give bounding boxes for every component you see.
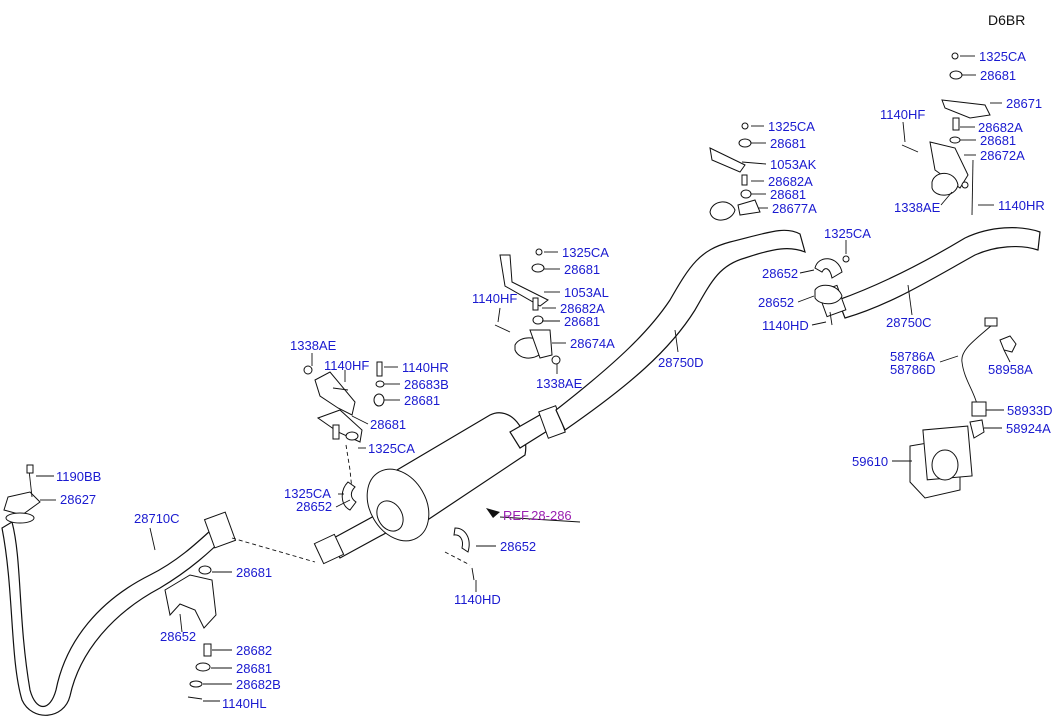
label-28652-muffler-outlet[interactable]: 28652 [500, 539, 536, 554]
label-28627[interactable]: 28627 [60, 492, 96, 507]
rear-hanger[interactable] [901, 52, 991, 216]
label-1140HD-muffler[interactable]: 1140HD [454, 592, 501, 607]
label-1325CA-center[interactable]: 1325CA [562, 245, 609, 260]
label-28674A[interactable]: 28674A [570, 336, 615, 351]
label-28683B[interactable]: 28683B [404, 377, 449, 392]
label-1053AL[interactable]: 1053AL [564, 285, 609, 300]
reference-arrow [486, 508, 581, 523]
label-28681-muffler-upper[interactable]: 28681 [404, 393, 440, 408]
label-28681-rear-hanger-lower[interactable]: 28681 [980, 133, 1016, 148]
label-28682[interactable]: 28682 [236, 643, 272, 658]
label-1140HF-left[interactable]: 1140HF [324, 358, 369, 373]
label-58786D[interactable]: 58786D [890, 362, 936, 377]
label-1338AE-rear[interactable]: 1338AE [894, 200, 941, 215]
oxygen-sensor[interactable] [961, 317, 1017, 439]
label-28682A-rear[interactable]: 28682A [978, 120, 1023, 135]
label-28681-center-lower[interactable]: 28681 [564, 314, 600, 329]
front-pipe[interactable] [1, 491, 237, 716]
label-28750D[interactable]: 28750D [658, 355, 704, 370]
label-1190BB[interactable]: 1190BB [56, 469, 101, 484]
rear-clamp[interactable] [814, 255, 850, 326]
label-1140HF-rear[interactable]: 1140HF [880, 107, 925, 122]
label-1338AE-left[interactable]: 1338AE [290, 338, 337, 353]
center-pipe-hanger[interactable] [709, 122, 761, 221]
label-1140HD-rear[interactable]: 1140HD [762, 318, 809, 333]
label-28710C[interactable]: 28710C [134, 511, 180, 526]
muffler-clamp[interactable] [444, 527, 475, 581]
diagram-code: D6BR [988, 12, 1025, 28]
label-1325CA-clamp[interactable]: 1325CA [284, 486, 331, 501]
label-28652-rear-upper[interactable]: 28652 [762, 266, 798, 281]
leader-lines [36, 55, 1011, 702]
label-58958A[interactable]: 58958A [988, 362, 1033, 377]
label-1338AE-center[interactable]: 1338AE [536, 376, 583, 391]
label-28652-front[interactable]: 28652 [160, 629, 196, 644]
label-28681-center-upper[interactable]: 28681 [564, 262, 600, 277]
label-28681-muffler-lower[interactable]: 28681 [370, 417, 406, 432]
ref-link[interactable]: REF.28-286 [503, 508, 572, 523]
front-hanger-bracket[interactable] [164, 565, 217, 700]
label-28681-front-lower[interactable]: 28681 [236, 661, 272, 676]
label-1325CA-rear-hanger[interactable]: 1325CA [979, 49, 1026, 64]
label-1140HR-rear[interactable]: 1140HR [998, 198, 1045, 213]
label-28681-pipe-hanger-upper[interactable]: 28681 [770, 136, 806, 151]
label-1140HR-left[interactable]: 1140HR [402, 360, 449, 375]
label-28682A-pipe-hanger[interactable]: 28682A [768, 174, 813, 189]
rear-pipe[interactable] [817, 227, 1041, 319]
label-28681-pipe-hanger-lower[interactable]: 28681 [770, 187, 806, 202]
label-58786A[interactable]: 58786A [890, 349, 935, 364]
label-28682B[interactable]: 28682B [236, 677, 281, 692]
muffler-hanger[interactable] [303, 361, 385, 511]
label-59610[interactable]: 59610 [852, 454, 888, 469]
label-28652-rear-lower[interactable]: 28652 [758, 295, 794, 310]
label-1325CA-rear-clamp[interactable]: 1325CA [824, 226, 871, 241]
catalytic-converter[interactable] [909, 425, 973, 499]
label-58933D[interactable]: 58933D [1007, 403, 1053, 418]
label-28681-front-upper[interactable]: 28681 [236, 565, 272, 580]
label-1140HL[interactable]: 1140HL [222, 696, 267, 711]
label-28681-rear-hanger-upper[interactable]: 28681 [980, 68, 1016, 83]
label-28671[interactable]: 28671 [1006, 96, 1042, 111]
label-28682A-center[interactable]: 28682A [560, 301, 605, 316]
label-1140HF-center[interactable]: 1140HF [472, 291, 517, 306]
label-28750C[interactable]: 28750C [886, 315, 932, 330]
label-28677A[interactable]: 28677A [772, 201, 817, 216]
label-1325CA-pipe-hanger[interactable]: 1325CA [768, 119, 815, 134]
label-28652-muffler-inlet[interactable]: 28652 [296, 499, 332, 514]
center-hanger[interactable] [494, 248, 561, 365]
label-1053AK[interactable]: 1053AK [770, 157, 817, 172]
label-28672A[interactable]: 28672A [980, 148, 1025, 163]
label-58924A[interactable]: 58924A [1006, 421, 1051, 436]
label-1325CA-muffler[interactable]: 1325CA [368, 441, 415, 456]
